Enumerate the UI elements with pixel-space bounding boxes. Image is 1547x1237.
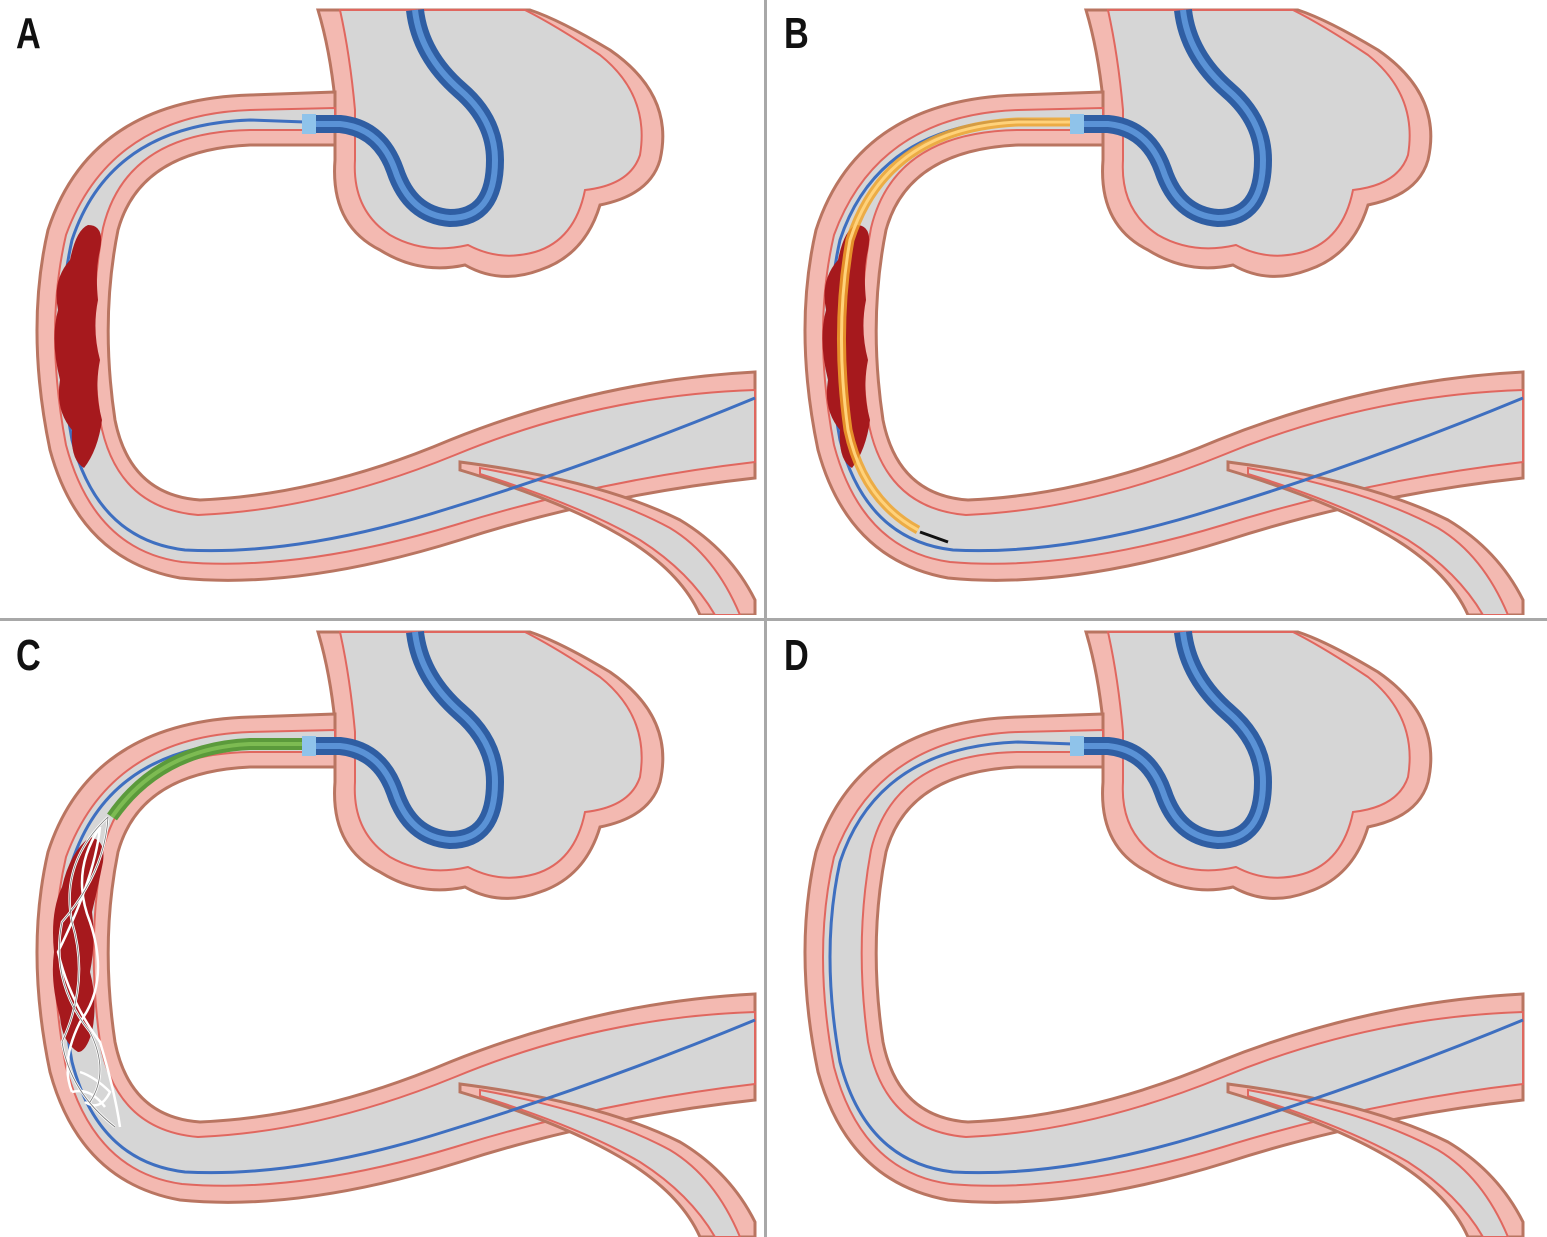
vessel-lumen	[822, 728, 1524, 1187]
panel-d: D	[768, 622, 1531, 1237]
guide-catheter-tip	[1070, 736, 1084, 756]
thrombus	[822, 225, 870, 468]
branch-vessel	[1226, 1082, 1525, 1237]
panel-c-diagram	[35, 630, 757, 1237]
guide-catheter-highlight	[1073, 631, 1267, 844]
aspiration-catheter-highlight	[840, 120, 1078, 532]
microcatheter-highlight	[110, 742, 305, 819]
panel-d-diagram	[803, 630, 1525, 1237]
panel-b: B	[768, 0, 1531, 615]
panel-a: A	[0, 0, 763, 615]
stent-retriever-outline	[58, 816, 116, 1128]
panel-b-diagram	[803, 8, 1525, 615]
panel-label-a: A	[16, 9, 41, 58]
guide-catheter-tip	[1070, 114, 1084, 134]
guide-catheter-highlight	[305, 631, 499, 844]
microwire	[828, 118, 1524, 553]
panel-label-c: C	[16, 631, 41, 680]
branch-vessel	[458, 1082, 757, 1237]
branch-lumen	[1247, 466, 1510, 615]
guide-catheter-tip	[302, 736, 316, 756]
guide-catheter-highlight	[1073, 9, 1267, 222]
panel-c: C	[0, 622, 763, 1237]
wire-tip	[919, 530, 949, 544]
thrombus	[54, 225, 102, 468]
panel-label-d: D	[784, 631, 809, 680]
branch-vessel	[1226, 460, 1525, 615]
guide-catheter-highlight	[305, 9, 499, 222]
panel-a-diagram	[35, 8, 757, 615]
branch-lumen	[479, 466, 742, 615]
panel-label-b: B	[784, 9, 809, 58]
guide-catheter-tip	[302, 114, 316, 134]
microwire	[60, 740, 756, 1175]
branch-vessel	[458, 460, 757, 615]
horizontal-divider	[0, 618, 1547, 621]
microwire	[828, 740, 1524, 1175]
branch-lumen	[1247, 1088, 1510, 1237]
branch-lumen	[479, 1088, 742, 1237]
microwire	[60, 118, 756, 553]
